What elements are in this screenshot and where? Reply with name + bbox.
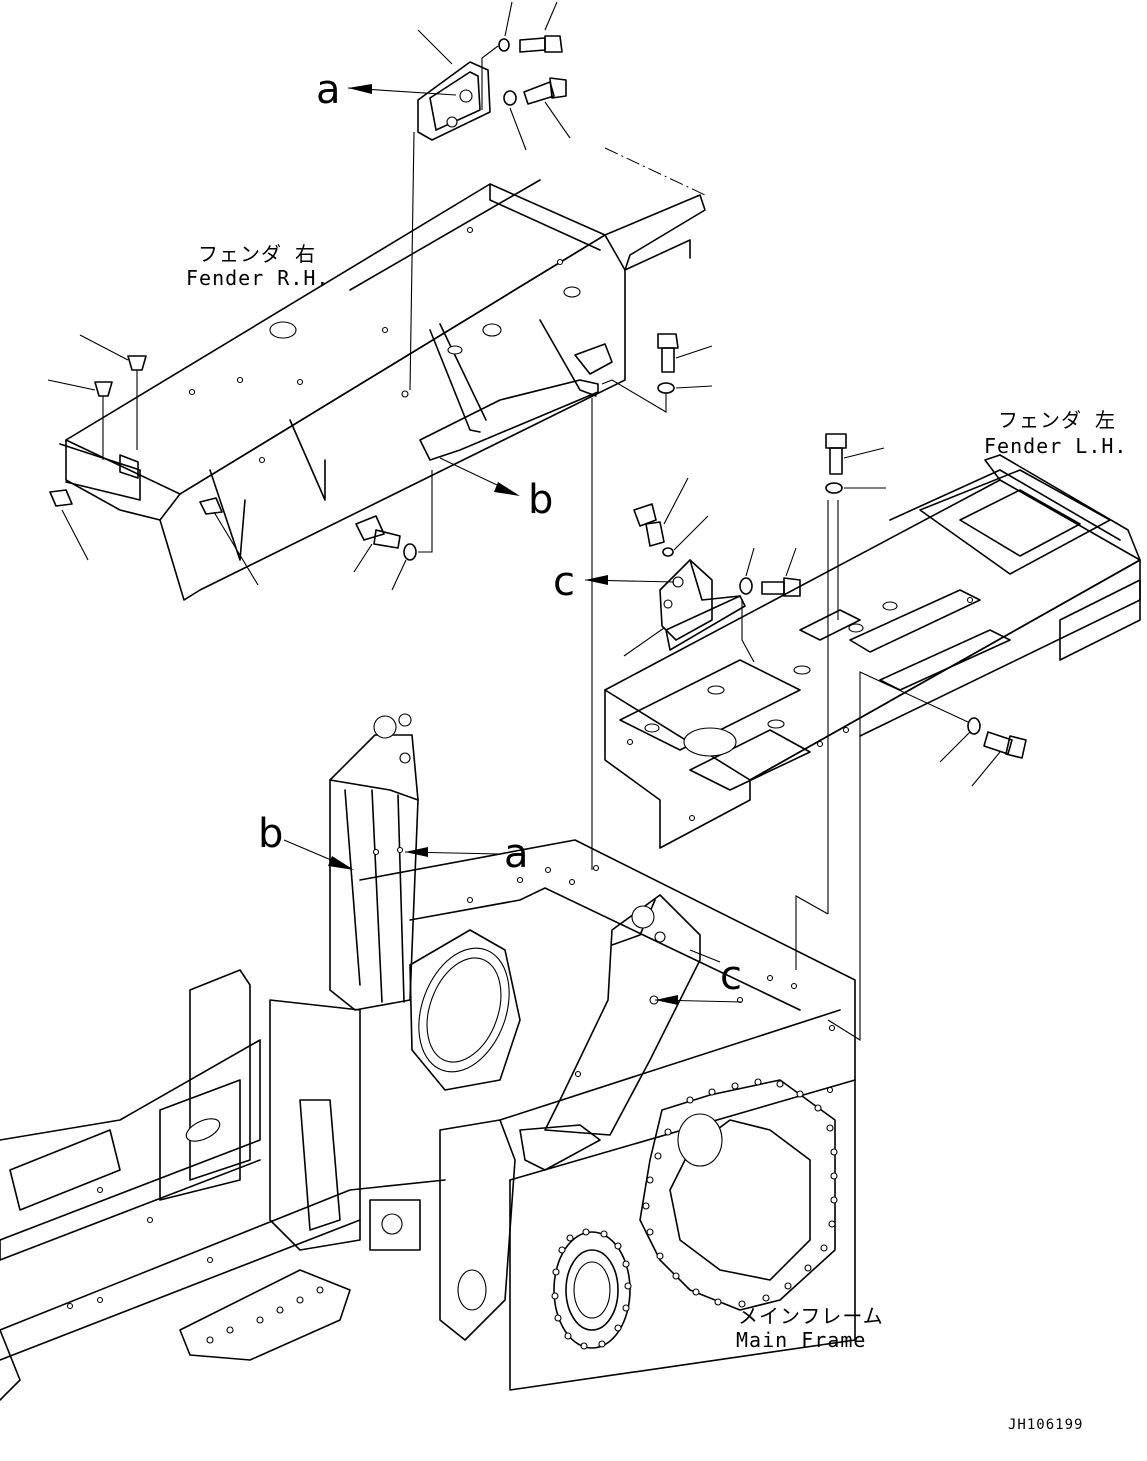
rear-plate-bolt-holes	[551, 1078, 838, 1350]
plug-3	[49, 489, 73, 507]
fender-rh-en-label: Fender R.H.	[186, 266, 330, 290]
main-frame-jp-label: メインフレーム	[738, 1304, 884, 1328]
bracket-c	[659, 559, 746, 651]
ref-c-mid: c	[553, 559, 575, 605]
bolt-top-1	[498, 35, 563, 53]
bolt-fender-rh-right	[657, 333, 679, 394]
fender-lh	[604, 454, 1141, 849]
frame-small-holes	[66, 846, 836, 1344]
bolt-fender-lh-right	[967, 717, 1027, 759]
plug-1	[127, 355, 147, 450]
ref-a-top: a	[316, 67, 341, 113]
bolt-fender-rh-bottom	[355, 515, 417, 561]
fender-lh-jp-label: フェンダ 左	[998, 408, 1117, 432]
ref-b-mid: b	[528, 477, 554, 523]
bolt-top-2	[503, 77, 567, 106]
fender-rh	[59, 147, 706, 601]
fender-lh-en-label: Fender L.H.	[984, 434, 1128, 458]
ref-c-low: c	[720, 953, 742, 999]
ref-a-low: a	[504, 831, 529, 877]
plug-4	[199, 497, 223, 515]
bracket-a	[417, 61, 491, 141]
bolt-c-1	[633, 503, 674, 557]
bolt-fender-lh-top	[825, 433, 847, 494]
ref-b-low: b	[258, 811, 284, 857]
plug-2	[94, 381, 113, 460]
drawing-code: JH106199	[1008, 1417, 1084, 1433]
bolt-c-2	[739, 577, 801, 597]
main-frame-en-label: Main Frame	[736, 1328, 867, 1352]
main-frame	[0, 713, 856, 1401]
fender-rh-jp-label: フェンダ 右	[198, 242, 317, 266]
